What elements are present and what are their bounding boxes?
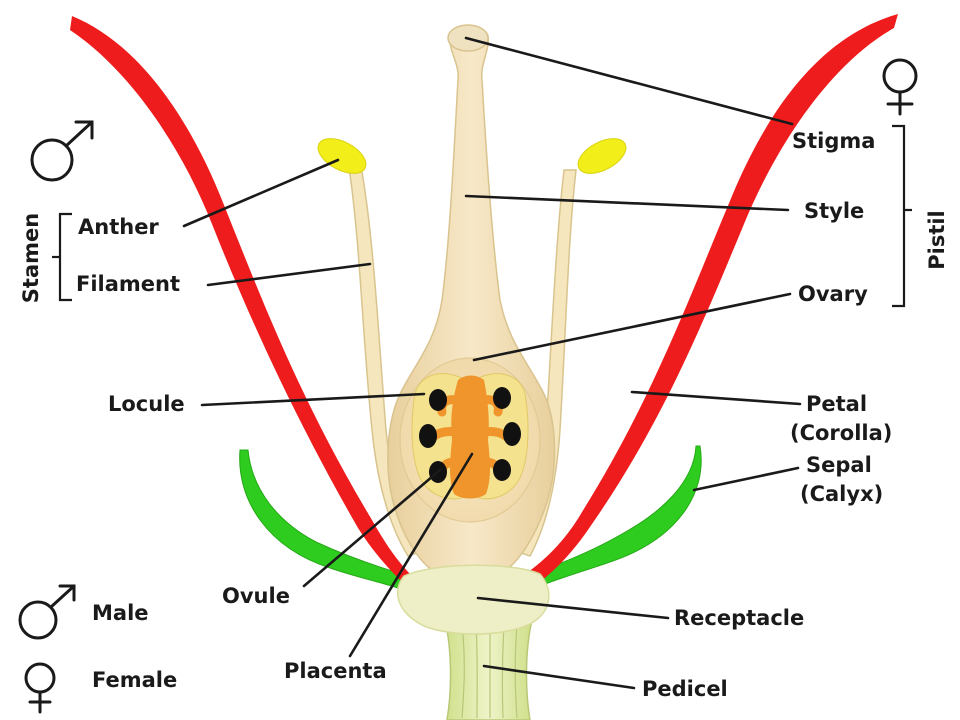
receptacle-shape — [396, 564, 550, 635]
pedicel-veins — [461, 624, 518, 719]
label-locule: Locule — [108, 392, 185, 416]
leader-stigma — [464, 36, 794, 126]
leader-filament — [206, 262, 372, 287]
ovule — [419, 424, 437, 448]
label-corolla: (Corolla) — [790, 421, 892, 445]
label-stigma: Stigma — [792, 129, 875, 153]
label-calyx: (Calyx) — [800, 482, 883, 506]
legend-female-symbol-icon — [24, 662, 56, 714]
legend-female-label: Female — [92, 668, 177, 692]
label-ovule: Ovule — [222, 584, 290, 608]
legend-male-label: Male — [92, 601, 149, 625]
label-stamen: Stamen — [19, 213, 43, 303]
label-pedicel: Pedicel — [642, 677, 728, 701]
placenta-shape — [450, 375, 490, 499]
leader-anther — [182, 158, 340, 228]
legend: Male Female — [18, 584, 177, 714]
female-symbol-icon — [882, 58, 918, 116]
stamen-bracket — [58, 212, 72, 302]
label-anther: Anther — [78, 215, 159, 239]
ovule — [493, 459, 511, 481]
leader-ovary — [472, 292, 792, 362]
leader-receptacle — [476, 596, 670, 620]
label-receptacle: Receptacle — [674, 606, 804, 630]
ovule — [493, 387, 511, 409]
leader-pedicel — [482, 664, 636, 690]
label-filament: Filament — [76, 272, 180, 296]
leader-sepal — [692, 466, 800, 492]
leader-lines — [182, 36, 802, 690]
legend-male-symbol-icon — [18, 584, 76, 640]
ovules — [419, 387, 521, 483]
label-style: Style — [804, 199, 864, 223]
male-symbol-icon — [30, 120, 94, 182]
label-petal: Petal — [806, 392, 867, 416]
anther-right — [577, 138, 627, 174]
petal-left — [70, 16, 412, 580]
leader-ovule — [302, 468, 442, 588]
label-ovary: Ovary — [798, 282, 868, 306]
label-pistil: Pistil — [925, 210, 949, 270]
leader-locule — [200, 392, 426, 407]
label-placenta: Placenta — [284, 659, 387, 683]
leader-style — [464, 194, 790, 212]
leader-petal — [630, 390, 802, 406]
pistil-bracket — [892, 124, 906, 308]
label-sepal: Sepal — [806, 453, 872, 477]
ovule — [503, 422, 521, 446]
leader-placenta — [348, 452, 474, 658]
ovule — [429, 389, 447, 411]
